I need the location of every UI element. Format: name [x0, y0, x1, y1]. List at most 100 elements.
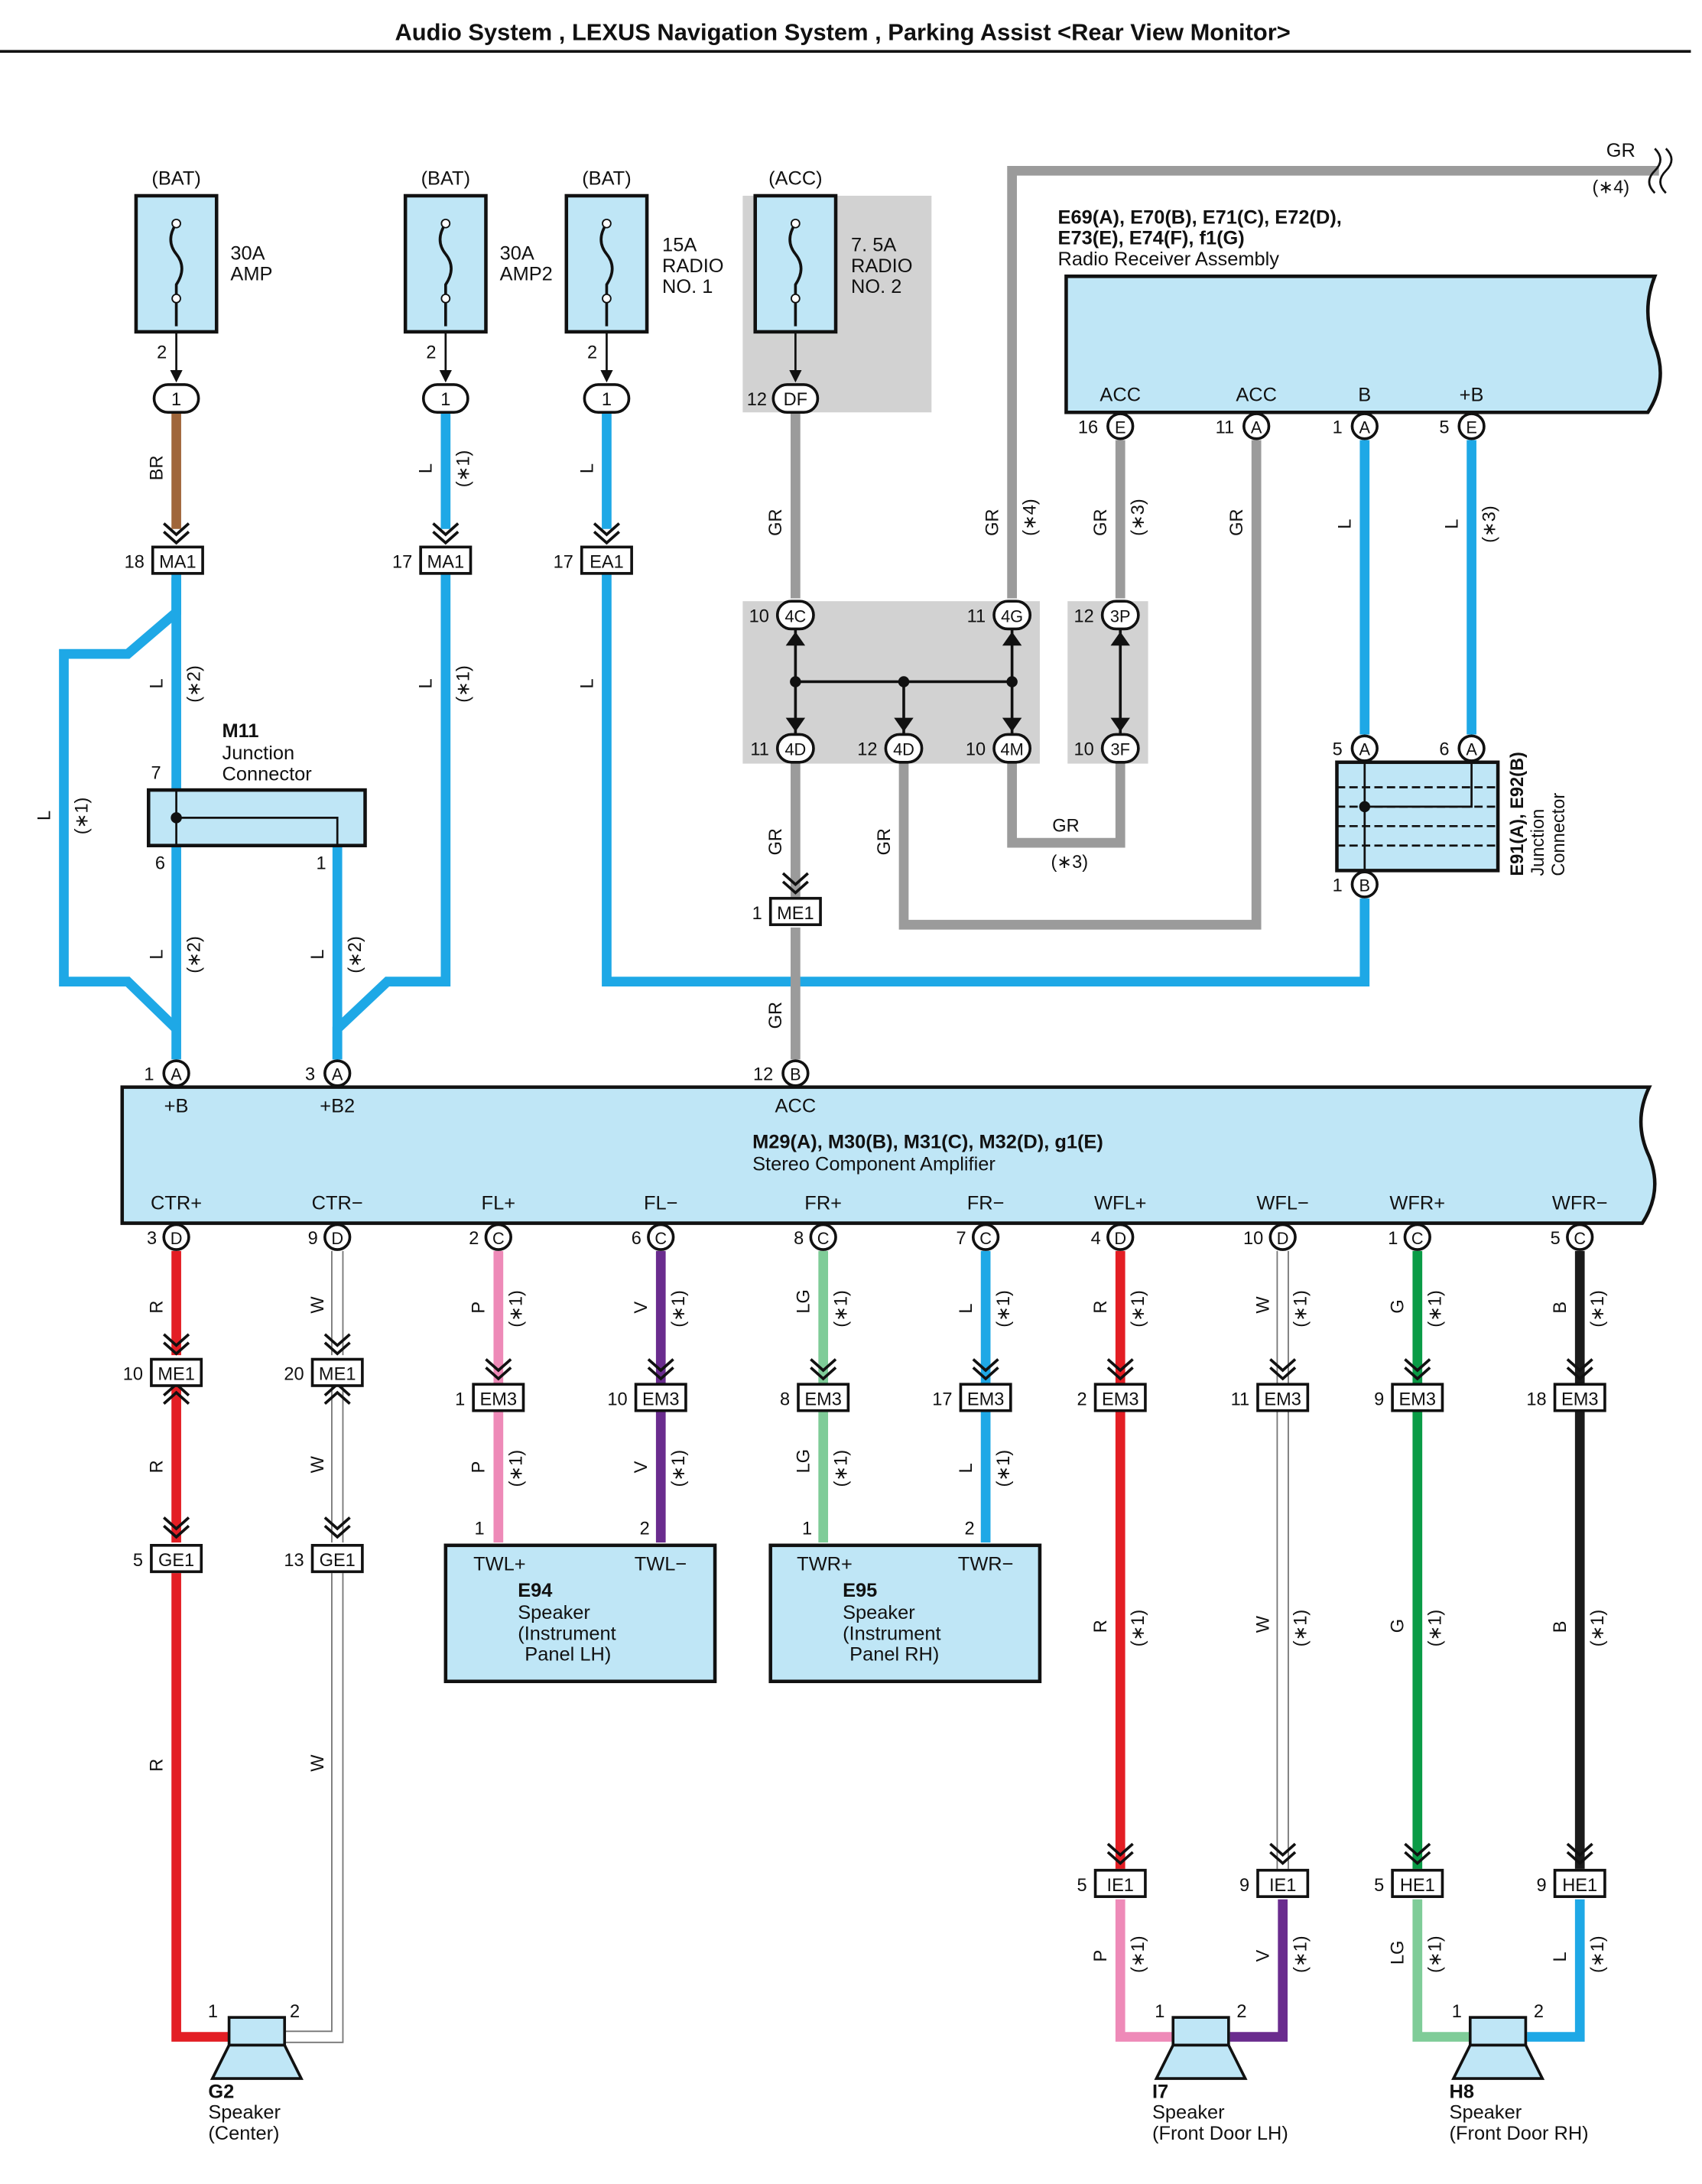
svg-text:2: 2	[1236, 2002, 1246, 2022]
svg-text:4D: 4D	[893, 740, 914, 759]
amp-terminal-label: WFL+	[1094, 1192, 1146, 1214]
svg-text:L: L	[1442, 519, 1462, 529]
inline-connector	[1391, 1383, 1444, 1412]
svg-text:E94: E94	[518, 1580, 552, 1601]
svg-text:MA1: MA1	[159, 553, 197, 573]
svg-text:10: 10	[1073, 740, 1093, 760]
svg-text:RADIO: RADIO	[662, 255, 723, 277]
svg-text:5: 5	[1374, 1876, 1384, 1896]
svg-text:B: B	[790, 1065, 801, 1084]
svg-text:1: 1	[317, 854, 326, 874]
svg-text:V: V	[1254, 1950, 1274, 1962]
svg-text:5: 5	[133, 1551, 143, 1571]
svg-text:+B: +B	[164, 1095, 189, 1116]
svg-text:RADIO: RADIO	[851, 255, 912, 277]
amp-terminal-conn: C	[492, 1229, 505, 1248]
amp-terminal	[162, 1223, 190, 1251]
wire-color-label: R	[147, 1301, 167, 1314]
svg-text:1: 1	[440, 390, 450, 410]
speaker-front-door-rh: 1 2 H8 Speaker (Front Door RH)	[1450, 2002, 1589, 2144]
svg-text:ACC: ACC	[1236, 385, 1277, 406]
svg-text:I7: I7	[1152, 2081, 1168, 2102]
svg-text:HE1: HE1	[1400, 1876, 1435, 1896]
svg-text:1: 1	[802, 1519, 812, 1539]
svg-text:(∗1): (∗1)	[1291, 1935, 1311, 1973]
inline-connector-name: EM3	[1399, 1389, 1437, 1409]
svg-text:2: 2	[640, 1519, 650, 1539]
wire-color-label: V	[632, 1461, 651, 1473]
svg-text:GR: GR	[1091, 509, 1111, 535]
svg-text:2: 2	[290, 2002, 300, 2022]
svg-text:1: 1	[1333, 418, 1343, 437]
svg-text:B: B	[1358, 385, 1371, 406]
fuse-radio-no1: (BAT) 15A RADIO NO. 1 2 1	[564, 167, 724, 414]
svg-text:A: A	[1466, 740, 1477, 759]
inline-connector	[1256, 1383, 1310, 1412]
svg-text:1: 1	[1452, 2002, 1462, 2022]
svg-text:1: 1	[208, 2002, 218, 2022]
svg-text:11: 11	[750, 740, 769, 760]
svg-text:BR: BR	[147, 455, 167, 480]
svg-text:Stereo Component Amplifier: Stereo Component Amplifier	[752, 1154, 996, 1175]
inline-connector-name: EM3	[642, 1389, 680, 1409]
svg-text:P: P	[1091, 1950, 1111, 1962]
amp-terminal-pin: 6	[632, 1229, 641, 1249]
stereo-component-amplifier: A1 A3 B12 +B +B2 ACC M29(A), M30(B), M31…	[120, 1059, 1657, 1251]
amp-terminal-conn: C	[817, 1229, 830, 1248]
svg-text:1: 1	[171, 390, 181, 410]
svg-text:MA1: MA1	[427, 553, 465, 573]
svg-text:1: 1	[144, 1065, 154, 1085]
wire-color-label: B	[1551, 1302, 1570, 1314]
svg-text:E73(E), E74(F), f1(G): E73(E), E74(F), f1(G)	[1058, 228, 1245, 249]
amp-terminal	[484, 1223, 512, 1251]
wire-note: (∗1)	[507, 1290, 527, 1328]
svg-text:E95: E95	[843, 1580, 877, 1601]
svg-text:L: L	[147, 949, 167, 959]
svg-text:(∗1): (∗1)	[1129, 1935, 1148, 1973]
inline-connectors-upper: MA1 18 MA1 17 EA1 17	[125, 522, 633, 575]
svg-text:B: B	[1359, 876, 1371, 895]
svg-text:Connector: Connector	[1549, 793, 1569, 876]
svg-text:L: L	[417, 463, 437, 473]
svg-text:GR: GR	[766, 828, 786, 855]
svg-text:9: 9	[1239, 1876, 1249, 1896]
wire-note: (∗4)	[1593, 177, 1630, 197]
wire-color-label: R	[147, 1460, 167, 1473]
amp-terminal-conn: D	[1114, 1229, 1126, 1248]
amp-terminal-label: WFR+	[1389, 1192, 1445, 1214]
svg-text:30A: 30A	[230, 243, 265, 265]
svg-text:(∗3): (∗3)	[1480, 505, 1499, 543]
fuse-amp2: (BAT) 30A AMP2 2 1	[403, 167, 553, 414]
wire-note: (∗1)	[669, 1450, 689, 1487]
wire-color-label: LG	[794, 1449, 814, 1473]
svg-text:HE1: HE1	[1562, 1876, 1597, 1896]
svg-text:6: 6	[155, 854, 165, 874]
wire-color-label: R	[1091, 1620, 1111, 1633]
svg-text:10: 10	[966, 740, 986, 760]
speaker-instrument-panel-rh: TWR+ TWR− E95 Speaker (Instrument Panel …	[768, 1519, 1042, 1684]
svg-text:A: A	[332, 1065, 343, 1084]
amp-terminal-label: WFR−	[1552, 1192, 1608, 1214]
svg-text:4D: 4D	[784, 740, 806, 759]
amp-terminal-conn: C	[1411, 1229, 1424, 1248]
svg-text:2: 2	[426, 343, 436, 362]
amp-terminal-pin: 1	[1388, 1229, 1398, 1249]
svg-text:7. 5A: 7. 5A	[851, 235, 896, 256]
amp-terminal-label: CTR+	[151, 1192, 202, 1214]
wire-color-label: G	[1389, 1299, 1408, 1313]
svg-text:(Front Door LH): (Front Door LH)	[1152, 2123, 1288, 2144]
radio-receiver-assembly: E69(A), E70(B), E71(C), E72(D), E73(E), …	[1058, 206, 1662, 440]
amp-terminal-conn: D	[331, 1229, 343, 1248]
svg-text:30A: 30A	[500, 243, 534, 265]
svg-text:(∗4): (∗4)	[1020, 499, 1040, 536]
svg-text:(Front Door RH): (Front Door RH)	[1450, 2123, 1589, 2144]
wire-color-label: W	[308, 1296, 328, 1314]
inline-connector	[959, 1383, 1012, 1412]
svg-text:1: 1	[1333, 876, 1343, 896]
wire-note: (∗1)	[1129, 1610, 1148, 1647]
inline-connector-pin: 10	[123, 1365, 143, 1385]
svg-text:ACC: ACC	[775, 1095, 817, 1116]
inline-connector	[150, 1357, 203, 1387]
amp-terminal	[809, 1223, 837, 1251]
